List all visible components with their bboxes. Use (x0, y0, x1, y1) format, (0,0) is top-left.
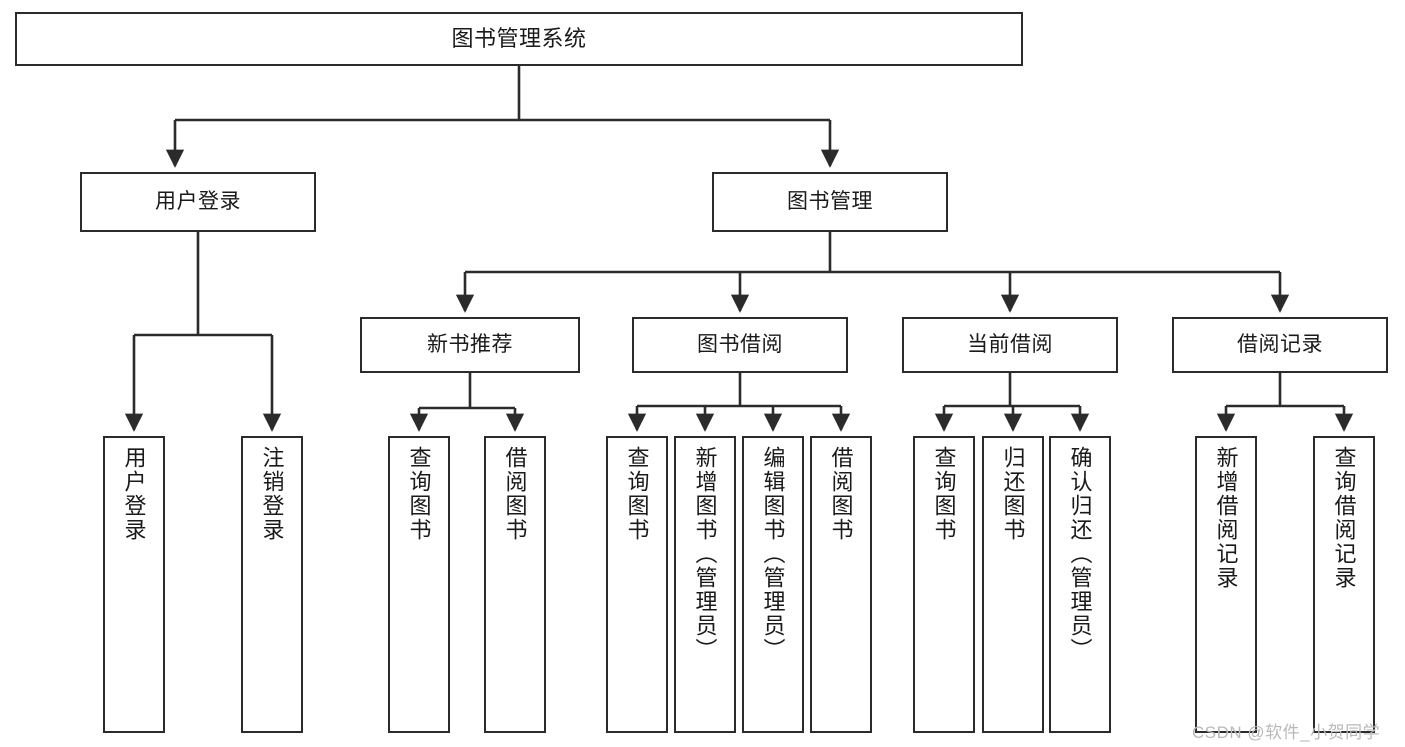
node-leaf-return-book[interactable]: 归还图书 (982, 436, 1044, 733)
node-leaf-user-login[interactable]: 用户登录 (103, 436, 165, 733)
node-level3-borrow-record-label: 借阅记录 (1237, 333, 1323, 357)
node-leaf-logout[interactable]: 注销登录 (241, 436, 303, 733)
node-leaf-borrow-book[interactable]: 借阅图书 (810, 436, 872, 733)
csdn-watermark: CSDN @软件_小贺同学 (1192, 723, 1381, 742)
node-leaf-borrow-book-label: 借阅图书 (828, 446, 854, 542)
node-leaf-query-book-newbook-label: 查询图书 (406, 446, 432, 542)
node-leaf-add-book-admin-label: 新增图书（管理员） (692, 446, 718, 662)
node-leaf-query-book-borrow-label: 查询图书 (624, 446, 650, 542)
node-leaf-query-book-current[interactable]: 查询图书 (913, 436, 975, 733)
node-leaf-add-borrow-record-label: 新增借阅记录 (1213, 446, 1239, 590)
node-leaf-borrow-book-newbook[interactable]: 借阅图书 (484, 436, 546, 733)
node-level2-book-management[interactable]: 图书管理 (712, 172, 948, 232)
node-level2-book-management-label: 图书管理 (787, 190, 873, 214)
node-level3-book-borrow[interactable]: 图书借阅 (632, 317, 848, 373)
node-leaf-return-book-label: 归还图书 (1000, 446, 1026, 542)
node-level3-book-borrow-label: 图书借阅 (697, 333, 783, 357)
node-leaf-add-book-admin[interactable]: 新增图书（管理员） (674, 436, 736, 733)
node-level3-new-book-recommend[interactable]: 新书推荐 (360, 317, 580, 373)
node-leaf-logout-label: 注销登录 (259, 446, 285, 542)
node-leaf-borrow-book-newbook-label: 借阅图书 (502, 446, 528, 542)
node-level2-user-login-label: 用户登录 (155, 190, 241, 214)
node-leaf-confirm-return-admin-label: 确认归还（管理员） (1067, 446, 1093, 662)
node-level3-new-book-recommend-label: 新书推荐 (427, 333, 513, 357)
node-leaf-query-book-borrow[interactable]: 查询图书 (606, 436, 668, 733)
node-level3-current-borrow-label: 当前借阅 (967, 333, 1053, 357)
node-level3-borrow-record[interactable]: 借阅记录 (1172, 317, 1388, 373)
node-leaf-query-borrow-record-label: 查询借阅记录 (1331, 446, 1357, 590)
node-leaf-edit-book-admin[interactable]: 编辑图书（管理员） (742, 436, 804, 733)
node-leaf-query-book-current-label: 查询图书 (931, 446, 957, 542)
node-leaf-query-book-newbook[interactable]: 查询图书 (388, 436, 450, 733)
node-leaf-query-borrow-record[interactable]: 查询借阅记录 (1313, 436, 1375, 733)
node-root-label: 图书管理系统 (451, 25, 587, 51)
node-level3-current-borrow[interactable]: 当前借阅 (902, 317, 1118, 373)
node-leaf-confirm-return-admin[interactable]: 确认归还（管理员） (1049, 436, 1111, 733)
node-leaf-edit-book-admin-label: 编辑图书（管理员） (760, 446, 786, 662)
node-level2-user-login[interactable]: 用户登录 (80, 172, 316, 232)
node-leaf-add-borrow-record[interactable]: 新增借阅记录 (1195, 436, 1257, 733)
node-leaf-user-login-label: 用户登录 (121, 446, 147, 542)
node-root[interactable]: 图书管理系统 (15, 12, 1023, 66)
